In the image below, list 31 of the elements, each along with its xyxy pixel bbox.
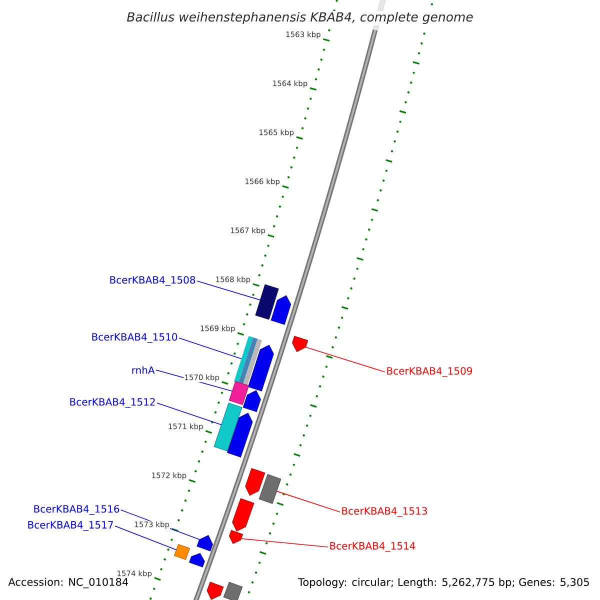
gene-label: BcerKBAB4_1517 <box>28 521 113 531</box>
gene-label: BcerKBAB4_1510 <box>92 333 178 343</box>
title: Bacillus weihenstephanensis KBAB4, complete genome <box>126 10 474 26</box>
leader-line <box>178 338 242 360</box>
leader-line <box>114 526 177 550</box>
leader-line <box>156 402 222 426</box>
gene-label: BcerKBAB4_1516 <box>34 505 120 515</box>
gene-box <box>214 402 242 452</box>
gene-box <box>223 582 243 600</box>
summary-text: Topology: circular; Length: 5,262,775 bp; Genes: 5,305 <box>298 578 590 588</box>
gene-box <box>258 474 282 504</box>
gene-label: rnhA <box>132 366 155 374</box>
gene-feature <box>196 535 213 552</box>
gene-feature <box>206 582 224 600</box>
leader-line <box>305 346 386 372</box>
gene-feature <box>189 552 205 568</box>
gene-label: BcerKBAB4_1512 <box>70 398 155 408</box>
gene-feature <box>292 336 308 352</box>
gene-feature <box>245 468 266 496</box>
leader-line <box>276 490 340 512</box>
gene-label: BcerKBAB4_1513 <box>342 507 427 517</box>
leader-line <box>240 538 328 548</box>
leader-line <box>196 280 261 300</box>
gene-label: BcerKBAB4_1509 <box>387 367 472 377</box>
gene-box <box>255 284 279 320</box>
gene-feature <box>270 295 292 325</box>
gene-box <box>234 336 262 386</box>
gene-label: BcerKBAB4_1508 <box>110 276 196 286</box>
accession-text: Accession: NC_010184 <box>8 578 129 588</box>
gene-feature <box>242 390 261 412</box>
gene-label: BcerKBAB4_1514 <box>330 542 416 552</box>
